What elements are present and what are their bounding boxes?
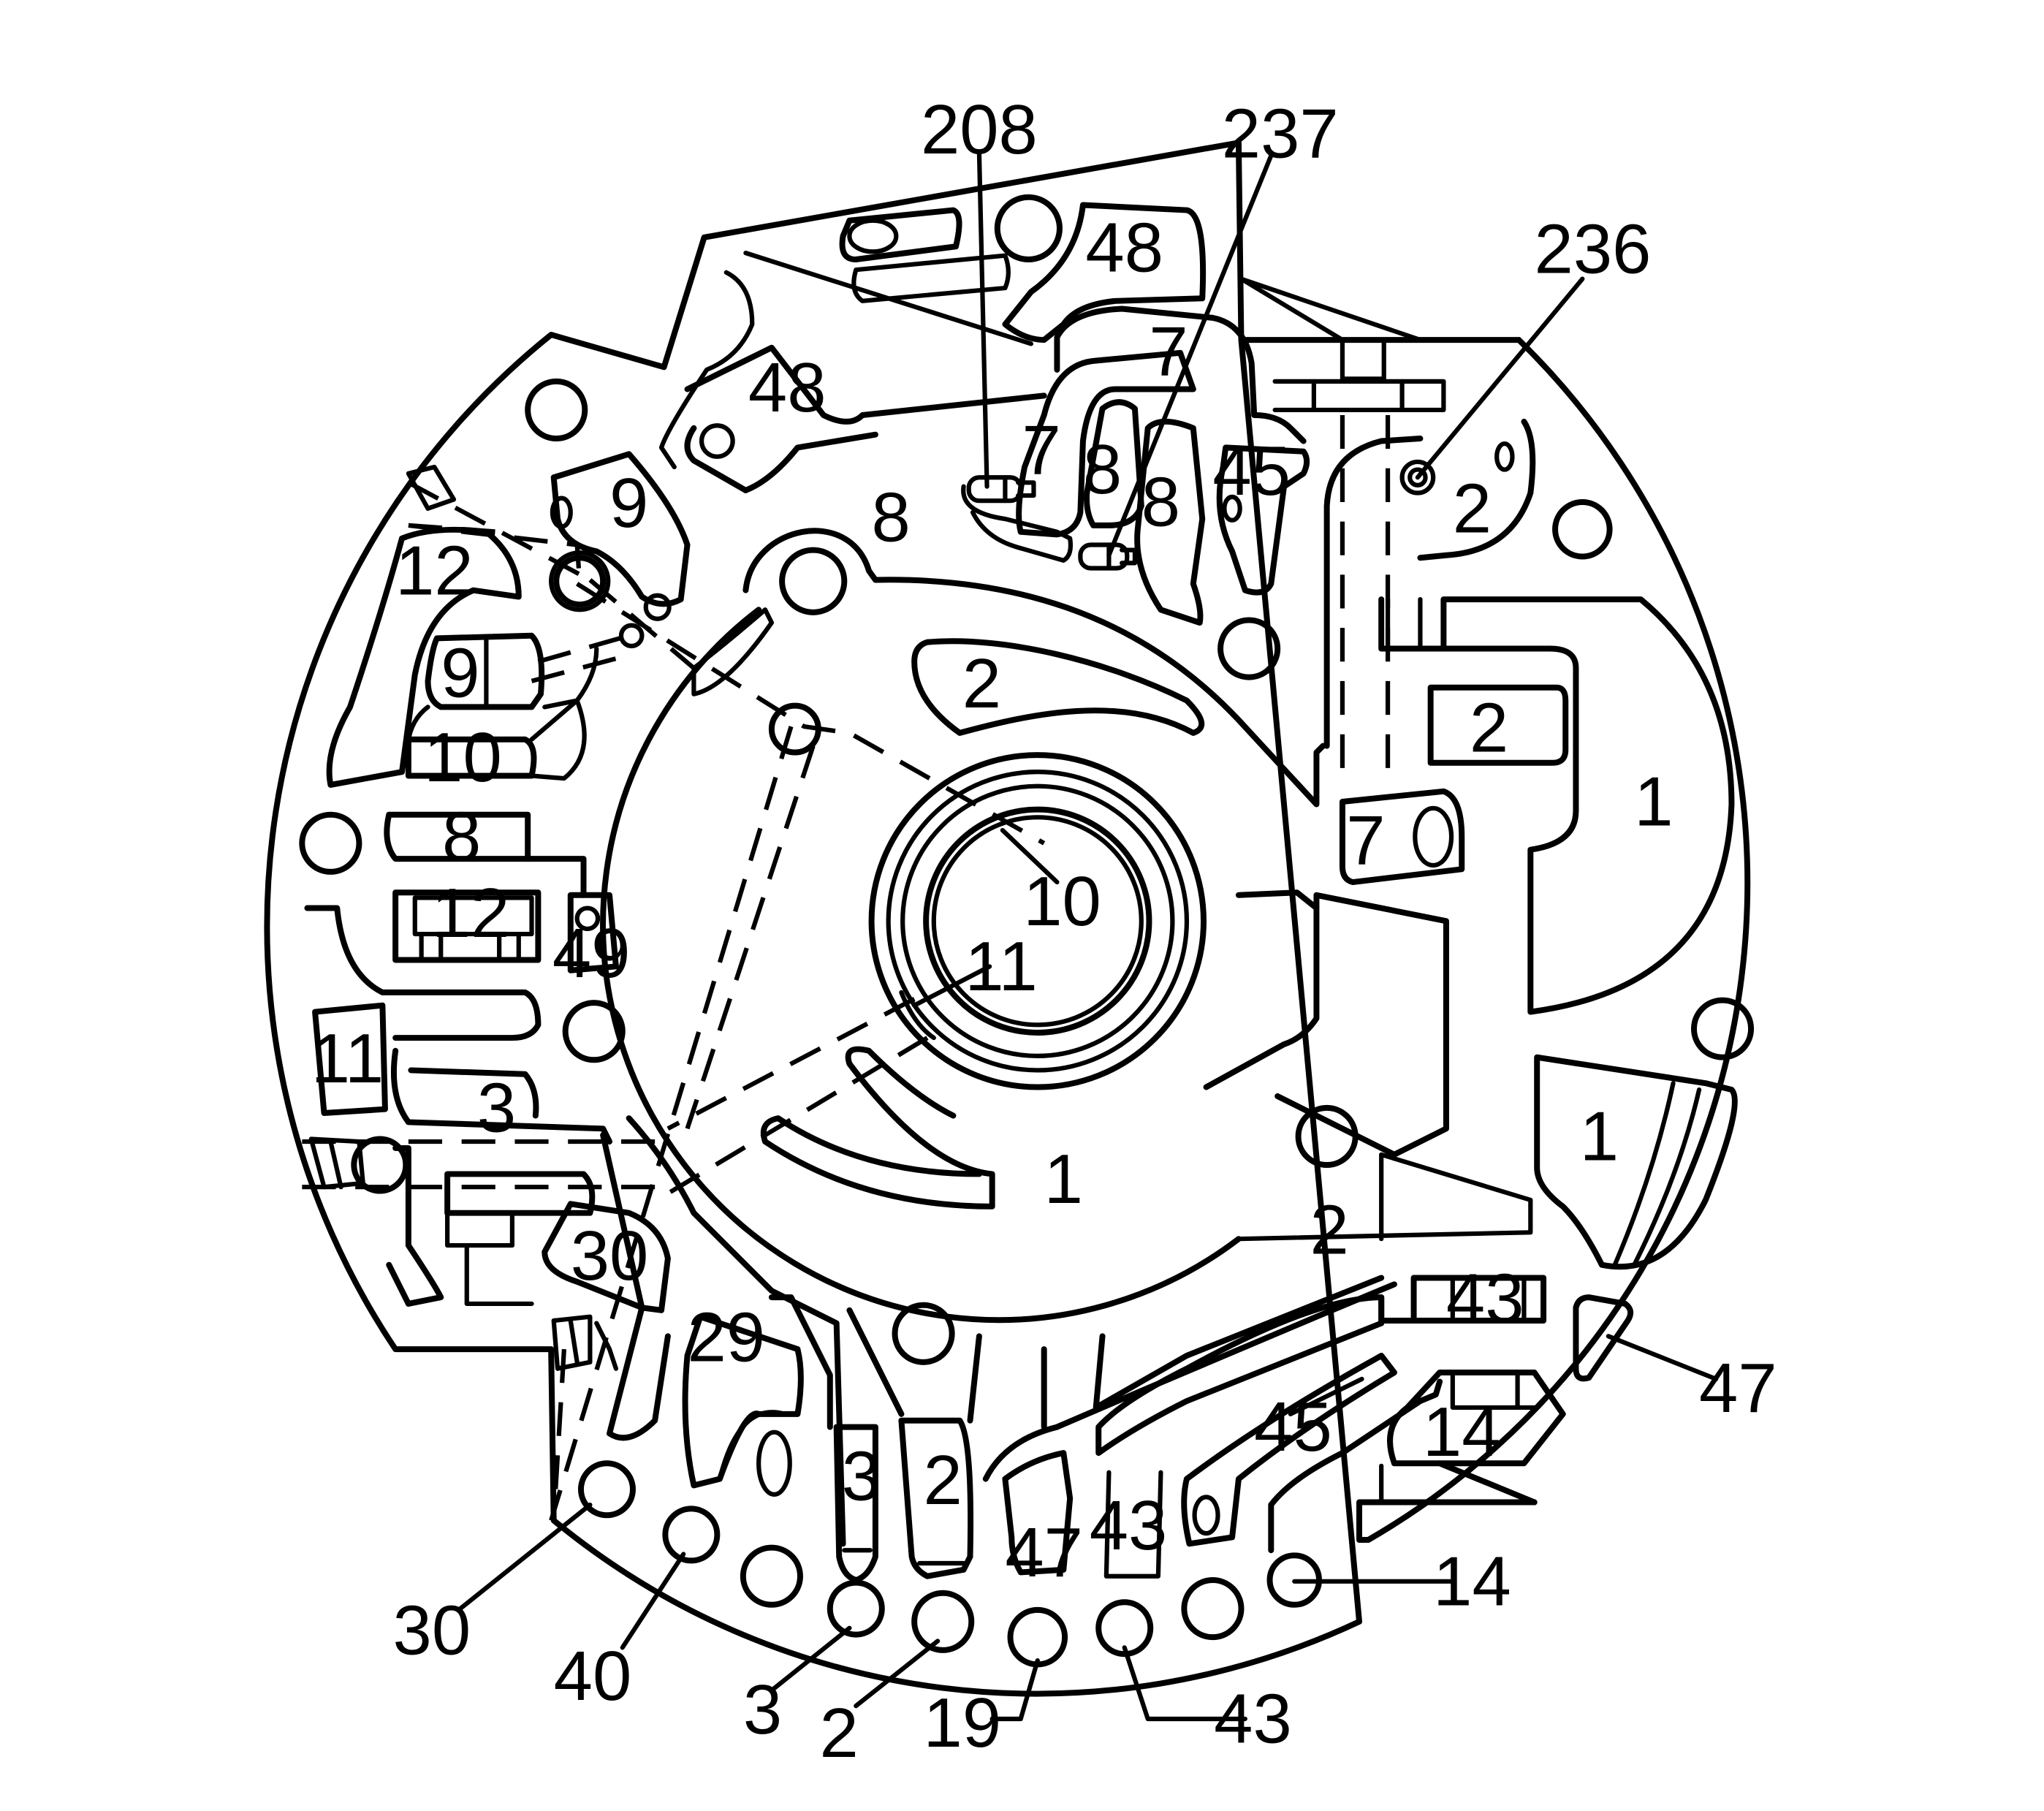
pocket-30 [542, 1201, 671, 1313]
label-49: 49 [552, 914, 631, 992]
label-40: 40 [554, 1637, 632, 1715]
pocket-9-upper [550, 451, 691, 607]
label-1-right-lower: 1 [1580, 1097, 1619, 1175]
center-bore-outer [868, 752, 1207, 1090]
bolt-holes [299, 194, 1755, 1668]
label-14-outer: 14 [1433, 1542, 1511, 1620]
pocket-8-left [384, 811, 531, 862]
label-8-left: 8 [442, 797, 481, 876]
hidden-passages [302, 480, 1046, 1522]
pocket-47-right [1573, 1294, 1634, 1382]
label-2-right: 2 [1470, 688, 1508, 767]
label-14-pocket: 14 [1423, 1393, 1501, 1471]
pocket-12-left [392, 889, 542, 963]
label-7-top: 7 [1149, 313, 1188, 391]
label-11-left: 11 [311, 1020, 384, 1098]
label-47-bottom: 47 [1005, 1514, 1083, 1592]
pocket-2-right [1427, 684, 1569, 766]
channel-2-bottom [898, 1417, 974, 1579]
pocket-11-left [312, 1002, 388, 1117]
channel-47-bottom [1002, 1450, 1074, 1576]
label-12-left: 12 [432, 874, 510, 952]
channel-45-lower [1181, 1352, 1397, 1547]
label-10-center: 10 [1023, 862, 1101, 941]
pocket-48-lower [684, 344, 1047, 493]
label-7-lower: 7 [1346, 802, 1385, 880]
pocket-49 [567, 892, 619, 973]
channel-45-upper [1216, 444, 1310, 596]
pocket-2-upper [911, 638, 1205, 736]
label-29: 29 [687, 1299, 765, 1377]
channel-43-mid [1095, 1294, 1385, 1457]
label-45-lower: 45 [1254, 1388, 1332, 1466]
channel-7-upper [1016, 349, 1196, 538]
label-3-left: 3 [477, 1068, 516, 1147]
label-30-pocket: 30 [571, 1217, 649, 1295]
label-9-lower: 9 [441, 634, 479, 713]
channel-8-mid [1084, 399, 1144, 528]
pocket-9-lower [425, 632, 545, 710]
pocket-1-right-upper [1440, 596, 1735, 1015]
label-8-center: 8 [1083, 430, 1122, 509]
labels: 208 237 236 48 48 7 7 8 8 45 2 9 8 12 9 … [311, 91, 1777, 1772]
label-2-crescent: 2 [962, 645, 1001, 723]
pocket-48-upper [1002, 202, 1207, 343]
pocket-43-right [1410, 1275, 1547, 1324]
label-30-outer: 30 [393, 1592, 471, 1670]
label-12-upper: 12 [395, 532, 474, 610]
label-2-top-right: 2 [1453, 469, 1492, 547]
label-48-upper: 48 [1085, 209, 1163, 287]
label-43-outer: 43 [1214, 1679, 1292, 1758]
center-bore-inner [923, 806, 1152, 1036]
label-7-mid: 7 [1022, 411, 1060, 489]
label-2-channel: 2 [924, 1441, 962, 1519]
label-237: 237 [1222, 94, 1339, 172]
leader-lines [457, 151, 1719, 1722]
label-11-center: 11 [965, 927, 1038, 1006]
label-8-upper: 8 [872, 479, 911, 557]
label-2-outer: 2 [820, 1694, 859, 1772]
label-19: 19 [924, 1684, 1002, 1762]
label-9-upper: 9 [609, 464, 648, 542]
label-48-lower: 48 [748, 349, 827, 427]
label-208: 208 [921, 91, 1038, 169]
pocket-7-lower [1339, 788, 1465, 886]
channel-8-right [1134, 419, 1206, 626]
label-43-mid: 43 [1090, 1487, 1168, 1565]
label-8-right: 8 [1141, 463, 1180, 541]
label-1-center: 1 [1044, 1140, 1083, 1218]
label-47-right: 47 [1699, 1349, 1777, 1427]
label-1-right-upper: 1 [1634, 762, 1673, 840]
label-236: 236 [1535, 210, 1652, 288]
label-45-upper: 45 [1212, 432, 1291, 510]
label-2-lower-right: 2 [1310, 1191, 1349, 1269]
label-10-left: 10 [424, 718, 502, 797]
label-3-channel: 3 [842, 1438, 881, 1516]
label-43-right: 43 [1446, 1259, 1524, 1337]
label-3-outer: 3 [743, 1671, 782, 1749]
